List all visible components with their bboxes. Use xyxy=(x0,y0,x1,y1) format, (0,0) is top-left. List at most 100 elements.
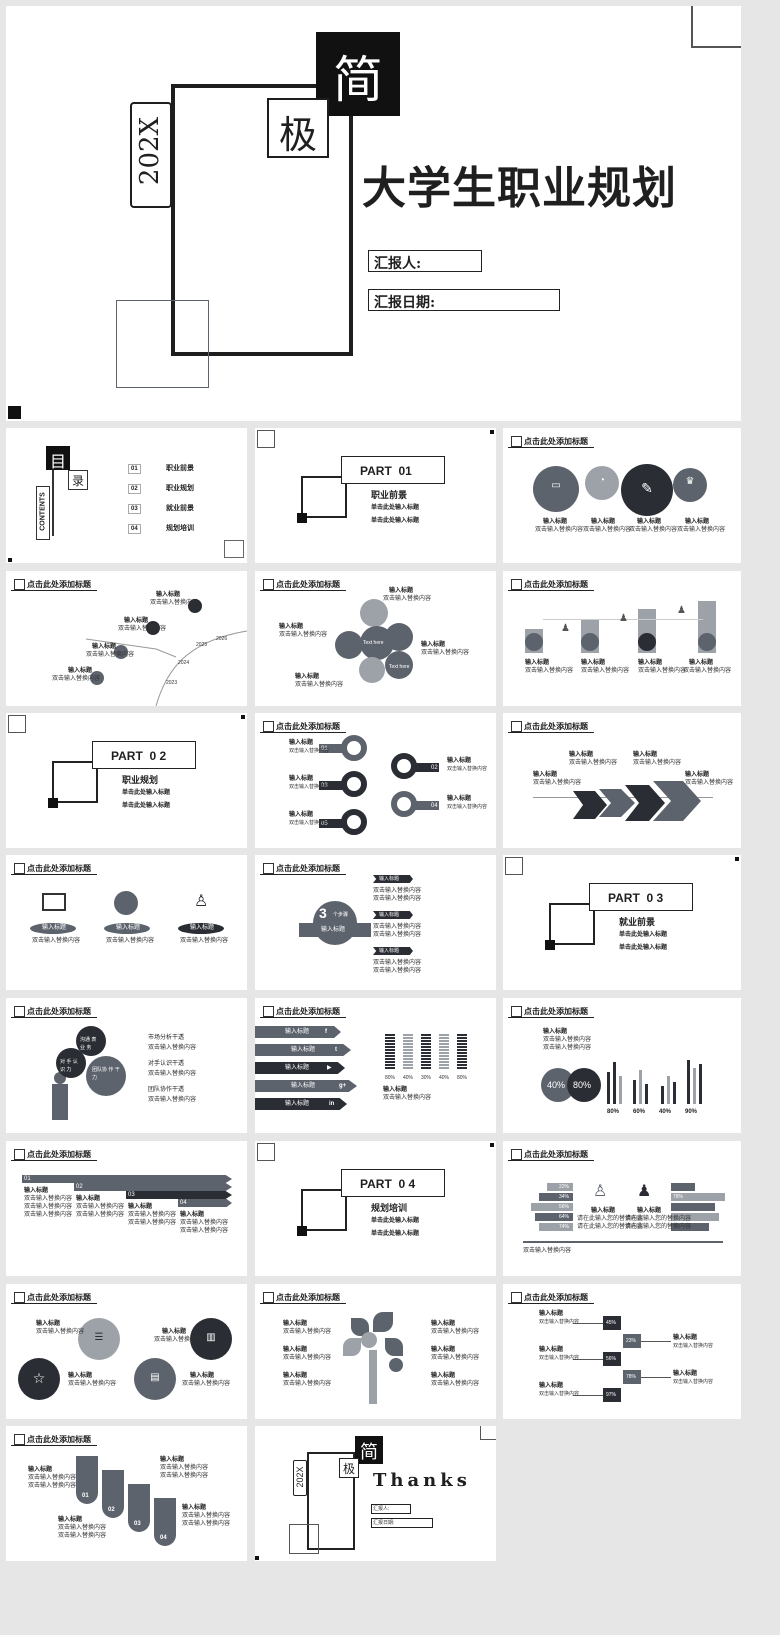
stack-bar xyxy=(385,1034,395,1070)
nr-text: 双击输入替换内容 xyxy=(447,804,488,810)
slide-pyramid[interactable]: 点击此处添加标题 22% 34% 56% 64% 74% 78% ♙ ♟ 输入标… xyxy=(503,1141,741,1276)
stack-bar xyxy=(439,1034,449,1070)
person-icon: ♙ xyxy=(194,893,209,910)
social-bar[interactable] xyxy=(255,1044,351,1056)
flag xyxy=(128,1484,150,1532)
py-bar xyxy=(671,1183,695,1191)
lu-box xyxy=(68,470,88,490)
slide-ring-stats[interactable]: 点击此处添加标题 输入标题 双击输入替换内容 双击输入替换内容 40% 80% … xyxy=(503,998,741,1133)
part-dot xyxy=(48,798,58,808)
star-bubble[interactable] xyxy=(18,1358,60,1400)
slide-social[interactable]: 点击此处添加标题 输入标题 输入标题 输入标题 输入标题 输入标题 f t ▶ … xyxy=(255,998,496,1133)
stair-box xyxy=(603,1316,621,1330)
as-text: 双击输入替换内容 xyxy=(24,1196,73,1202)
stack-pct: 40% xyxy=(439,1075,450,1081)
corner-square xyxy=(8,715,26,733)
toc-num: 03 xyxy=(128,504,141,514)
arrow-band xyxy=(178,1199,232,1207)
corner-frame xyxy=(480,1426,496,1440)
part-sub: 单击此处输入标题 xyxy=(122,790,171,796)
thanks-date: 汇报日期: xyxy=(373,1520,395,1526)
arrow-num: 03 xyxy=(128,1192,135,1198)
slide-steps[interactable]: 点击此处添加标题 ♟ ♟ ♟ 输入标题 双击输入替换内容 输入标题 双击输入替换… xyxy=(503,571,741,706)
thanks-date-field[interactable] xyxy=(371,1518,433,1528)
chev-title: 输入标题 xyxy=(685,772,710,778)
slide-part-02[interactable]: PART 0 2 职业规划 单击此处输入标题 单击此处输入标题 xyxy=(6,713,247,848)
as-text: 双击输入替换内容 xyxy=(180,1220,229,1226)
ticket-bubble[interactable] xyxy=(134,1358,176,1400)
slide-toc[interactable]: CONTENTS 目 录 01 职业前景 02 职业规划 03 就业前景 04 … xyxy=(6,428,247,563)
gear-text: 双击输入替换内容 xyxy=(535,527,584,533)
main-frame xyxy=(171,84,353,356)
slide-part-03[interactable]: PART 0 3 就业前景 单击此处输入标题 单击此处输入标题 xyxy=(503,855,741,990)
slide-badge[interactable]: 点击此处添加标题 3 个步骤 输入标题 输入标题 输入标题 输入标题 双击输入替… xyxy=(255,855,496,990)
map-bubble[interactable] xyxy=(190,1318,232,1360)
ring xyxy=(341,771,367,797)
icon-pill[interactable] xyxy=(104,923,150,934)
slide-chevrons[interactable]: 点击此处添加标题 输入标题 双击输入替换内容 输入标题 双击输入替换内容 输入标… xyxy=(503,713,741,848)
icon-pill[interactable] xyxy=(178,923,224,934)
slide-gear-person[interactable]: 点击此处添加标题 沟通 表 业 务 对 手 认 识 力 团队协 作 干 力 市场… xyxy=(6,998,247,1133)
py-title: 输入标题 xyxy=(637,1208,662,1214)
part-line xyxy=(593,883,595,945)
date-field[interactable] xyxy=(368,289,560,311)
py-text: 请在此输入您的替换内容 xyxy=(625,1216,692,1222)
social-bar[interactable] xyxy=(255,1062,345,1074)
mol-text: 双击输入替换内容 xyxy=(383,596,432,602)
badge-num: 3 xyxy=(319,905,327,921)
ji-box xyxy=(339,1458,359,1478)
sf-title: 输入标题 xyxy=(673,1371,698,1377)
slide-molecule[interactable]: 点击此处添加标题 Text here Text here 输入标题 双击输入替换… xyxy=(255,571,496,706)
flag-text: 双击输入替换内容 xyxy=(28,1483,77,1489)
thanks-reporter-field[interactable] xyxy=(371,1504,411,1514)
slide-gears[interactable]: 点击此处添加标题 ▭ ◔ ✎ ♛ 输入标题 双击输入替换内容 输入标题 双击输入… xyxy=(503,428,741,563)
chev-text: 双击输入替换内容 xyxy=(633,760,682,766)
py-bar xyxy=(535,1213,573,1221)
slide-thanks[interactable]: 202X 简 极 Thanks 汇报人: 汇报日期: xyxy=(255,1426,496,1561)
py-pct: 78% xyxy=(673,1194,684,1200)
py-bar xyxy=(671,1203,715,1211)
plug-icon: ✎ xyxy=(641,480,653,496)
slide-part-04[interactable]: PART 0 4 规划培训 单击此处输入标题 单击此处输入标题 xyxy=(255,1141,496,1276)
slide-tree[interactable]: 点击此处添加标题 输入标题 双击输入替换内容 输入标题 双击输入替换内容 输入标… xyxy=(255,1284,496,1419)
stack-bar xyxy=(421,1034,431,1070)
as-text: 双击输入替换内容 xyxy=(24,1212,73,1218)
as-text: 双击输入替换内容 xyxy=(128,1220,177,1226)
icon-pill[interactable] xyxy=(30,923,76,934)
as-text: 双击输入替换内容 xyxy=(76,1212,125,1218)
slide-flags[interactable]: 点击此处添加标题 01 02 03 04 输入标题 双击输入替换内容 双击输入替… xyxy=(6,1426,247,1561)
slide-three-icons[interactable]: 点击此处添加标题 ♙ 输入标题 输入标题 输入标题 双击输入替换内容 双击输入替… xyxy=(6,855,247,990)
slide-cover[interactable]: 202X 简 极 大学生职业规划 汇报人: 汇报日期: xyxy=(6,6,741,421)
year-label: 2026 xyxy=(216,636,228,642)
social-bar[interactable] xyxy=(255,1026,341,1038)
leaf xyxy=(373,1312,393,1332)
tree-trunk xyxy=(369,1350,377,1404)
cover-dot xyxy=(8,406,21,419)
slide-part-01[interactable]: PART 01 职业前景 单击此处输入标题 单击此处输入标题 xyxy=(255,428,496,563)
bar xyxy=(639,1070,642,1104)
flag-text: 双击输入替换内容 xyxy=(182,1521,231,1527)
timeline-curve xyxy=(85,630,247,706)
leaf xyxy=(361,1332,377,1348)
slide-stair-flow[interactable]: 点击此处添加标题 45% 23% 56% 78% 97% 输入标题 双击输入替换… xyxy=(503,1284,741,1419)
mol-text: 双击输入替换内容 xyxy=(421,650,470,656)
slide-timeline[interactable]: 点击此处添加标题 2026 2025 2024 2023 输入标题 双击输入替换… xyxy=(6,571,247,706)
gear-4 xyxy=(673,468,707,502)
py-text: 请在此输入您的替换内容 xyxy=(577,1224,644,1230)
arrow-band xyxy=(126,1191,232,1199)
part-sub: 单击此处输入标题 xyxy=(371,518,420,524)
flag xyxy=(154,1498,176,1546)
slide-header: 点击此处添加标题 xyxy=(508,1149,594,1161)
toc-line xyxy=(52,466,54,536)
nr-title: 输入标题 xyxy=(289,812,314,818)
settings-bubble[interactable] xyxy=(78,1318,120,1360)
num-tab xyxy=(415,801,439,810)
reporter-field[interactable] xyxy=(368,250,482,272)
part-sub: 单击此处输入标题 xyxy=(122,803,171,809)
slide-bubbles[interactable]: 点击此处添加标题 ☰ ▥ ☆ ▤ 输入标题 双击输入替换内容 输入标题 双击输入… xyxy=(6,1284,247,1419)
social-bar[interactable] xyxy=(255,1098,347,1110)
slide-arrow-steps[interactable]: 点击此处添加标题 01 02 03 04 输入标题 双击输入替换内容 双击输入替… xyxy=(6,1141,247,1276)
social-bar[interactable] xyxy=(255,1080,357,1092)
slide-number-rings[interactable]: 点击此处添加标题 01 03 05 02 04 输入标题 双击输入替换内容 输入… xyxy=(255,713,496,848)
linkedin-icon: in xyxy=(329,1101,335,1107)
